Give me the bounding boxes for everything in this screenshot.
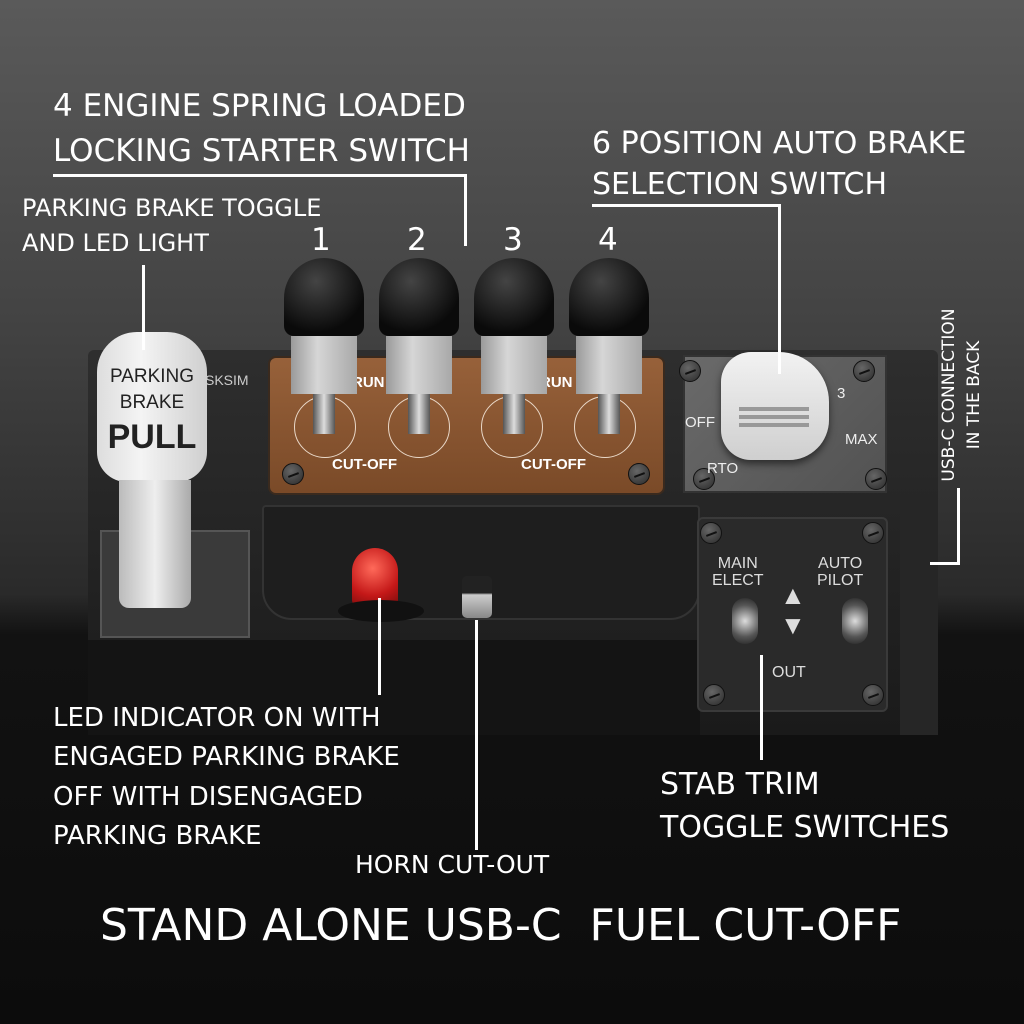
tag-parking: PARKING xyxy=(109,366,195,387)
stab-label-1: STAB TRIM xyxy=(660,767,820,802)
horn-cutout-button[interactable] xyxy=(462,576,492,618)
engine-2-starter-switch[interactable] xyxy=(379,258,459,434)
usb-callout-line xyxy=(930,562,960,565)
horn-label: HORN CUT-OUT xyxy=(355,850,550,879)
screw xyxy=(628,463,650,485)
autopilot-toggle[interactable] xyxy=(842,598,868,644)
usb-label-1: USB-C CONNECTION xyxy=(939,308,959,482)
engine-4-starter-switch[interactable] xyxy=(569,258,649,434)
out-label: OUT xyxy=(772,664,806,681)
stab-label-2: TOGGLE SWITCHES xyxy=(660,810,950,845)
page-title: STAND ALONE USB-C FUEL CUT-OFF xyxy=(100,900,902,951)
side-plate xyxy=(900,505,938,735)
autobrake-off: OFF xyxy=(685,414,715,431)
cutoff-label-2: CUT-OFF xyxy=(521,456,586,473)
engine-number-4: 4 xyxy=(598,222,618,258)
autobrake-3: 3 xyxy=(837,385,846,402)
led-label-3: OFF WITH DISENGAGED xyxy=(53,782,363,812)
parking-label-1: PARKING BRAKE TOGGLE xyxy=(22,194,322,222)
horn-callout-line xyxy=(475,620,478,850)
tag-brake: BRAKE xyxy=(119,392,185,413)
autobrake-max: MAX xyxy=(845,431,878,448)
cutoff-label-1: CUT-OFF xyxy=(332,456,397,473)
engine-3-starter-switch[interactable] xyxy=(474,258,554,434)
engine-number-3: 3 xyxy=(503,222,523,258)
starter-callout-line xyxy=(53,174,467,177)
engine-number-2: 2 xyxy=(407,222,427,258)
elect-text: ELECT xyxy=(712,572,764,589)
screw xyxy=(862,684,884,706)
stab-callout-line xyxy=(760,655,763,760)
engine-1-starter-switch[interactable] xyxy=(284,258,364,434)
usb-label: USB-C CONNECTION IN THE BACK xyxy=(937,295,987,495)
run-label-1: RUN xyxy=(352,374,385,391)
led-callout-line xyxy=(378,598,381,695)
parking-callout-line xyxy=(142,265,145,350)
led-label-4: PARKING BRAKE xyxy=(53,821,262,851)
screw xyxy=(679,360,701,382)
autobrake-label-1: 6 POSITION AUTO BRAKE xyxy=(592,126,967,161)
main-elect-toggle[interactable] xyxy=(732,598,758,644)
screw xyxy=(853,360,875,382)
tag-pull: PULL xyxy=(107,418,197,456)
led-base xyxy=(338,600,424,622)
parking-label-2: AND LED LIGHT xyxy=(22,229,209,257)
screw xyxy=(700,522,722,544)
up-down-arrow-icon: ▲▼ xyxy=(780,580,806,640)
parking-brake-handle[interactable]: PARKING BRAKE PULL xyxy=(97,332,207,612)
led-label-1: LED INDICATOR ON WITH xyxy=(53,703,381,733)
starter-callout-line xyxy=(464,174,467,246)
screw xyxy=(865,468,887,490)
usb-callout-line xyxy=(957,488,960,565)
main-text: MAIN xyxy=(717,555,758,572)
usb-label-2: IN THE BACK xyxy=(964,340,984,450)
screw xyxy=(862,522,884,544)
parking-led xyxy=(352,548,398,606)
brand-label: SKSIM xyxy=(205,372,249,388)
screw xyxy=(693,468,715,490)
starter-label-1: 4 ENGINE SPRING LOADED xyxy=(53,88,466,124)
engine-number-1: 1 xyxy=(311,222,331,258)
autobrake-label-2: SELECTION SWITCH xyxy=(592,167,888,202)
led-label-2: ENGAGED PARKING BRAKE xyxy=(53,742,400,772)
autobrake-callout-line xyxy=(592,204,781,207)
autobrake-rto: RTO xyxy=(707,460,739,477)
autobrake-selector-knob[interactable] xyxy=(721,352,829,460)
pilot-text: PILOT xyxy=(817,572,864,589)
screw xyxy=(282,463,304,485)
starter-label-2: LOCKING STARTER SWITCH xyxy=(53,133,470,169)
autobrake-callout-line xyxy=(778,204,781,374)
run-label-2: RUN xyxy=(540,374,573,391)
front-face xyxy=(88,640,700,735)
auto-text: AUTO xyxy=(818,555,863,572)
screw xyxy=(703,684,725,706)
